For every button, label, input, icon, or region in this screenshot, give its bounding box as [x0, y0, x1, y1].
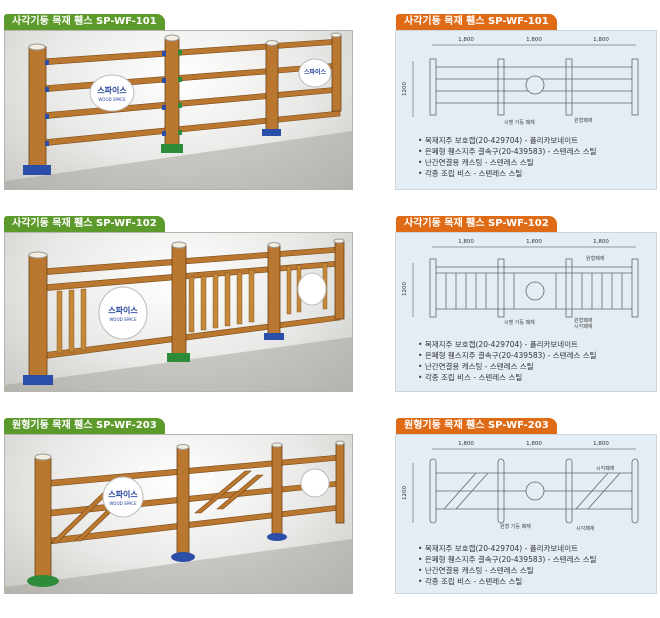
dimension-label: 1,800 [593, 239, 609, 245]
logo-brand-text: 스파이스 [97, 85, 127, 95]
fence-drawing-102: 1,800 1,800 1,800 1200 원형패재 시멘 기둥 패재 원형패… [395, 232, 657, 392]
spec-list: 목재지주 보호캡(20-429704) - 폴리카보네이트 은폐형 휀스지주 결… [418, 543, 597, 587]
callout-label: 원형패재 [574, 118, 593, 124]
dimension-label: 1,800 [458, 37, 474, 43]
spec-item: 은폐형 휀스지주 결속구(20-439583) - 스텐레스 스틸 [418, 146, 597, 157]
dimension-label: 1,800 [593, 37, 609, 43]
logo-sub-text: WOOD SPACE [109, 317, 137, 322]
spec-item: 목재지주 보호캡(20-429704) - 폴리카보네이트 [418, 543, 597, 554]
callout-label: 시각패재 [596, 466, 615, 472]
callout-label: 시멘 기둥 패재 [504, 120, 535, 126]
spec-list: 목재지주 보호캡(20-429704) - 폴리카보네이트 은폐형 휀스지주 결… [418, 135, 597, 179]
spec-item: 목재지주 보호캡(20-429704) - 폴리카보네이트 [418, 135, 597, 146]
height-label: 1200 [402, 486, 408, 500]
logo-brand-text: 스파이스 [304, 68, 327, 76]
spec-item: 각종 조립 비스 - 스텐레스 스틸 [418, 576, 597, 587]
photo-title-102: 사각기둥 목재 휀스 SP-WF-102 [4, 216, 165, 232]
height-label: 1200 [402, 82, 408, 96]
spec-item: 난간연결용 캐스팅 - 스텐레스 스틸 [418, 565, 597, 576]
spec-item: 목재지주 보호캡(20-429704) - 폴리카보네이트 [418, 339, 597, 350]
fence-photo-101: 스파이스 WOOD SPACE 스파이스 [4, 30, 353, 190]
spec-list: 목재지주 보호캡(20-429704) - 폴리카보네이트 은폐형 휀스지주 결… [418, 339, 597, 383]
spec-item: 각종 조립 비스 - 스텐레스 스틸 [418, 168, 597, 179]
callout-label: 원형패재 [574, 318, 593, 324]
callout-label: 시멘 기둥 패재 [504, 320, 535, 326]
dimension-label: 1,800 [458, 239, 474, 245]
dimension-label: 1,800 [526, 239, 542, 245]
spec-item: 난간연결용 캐스팅 - 스텐레스 스틸 [418, 361, 597, 372]
callout-label: 시각패재 [576, 526, 595, 532]
logo-sub-text: WOOD SPACE [109, 501, 137, 506]
fence-photo-102: 스파이스 WOOD SPACE [4, 232, 353, 392]
fence-photo-203: 스파이스 WOOD SPACE [4, 434, 353, 594]
drawing-title-203: 원형기둥 목재 휀스 SP-WF-203 [396, 418, 557, 434]
callout-label: 원형 기둥 패재 [500, 524, 531, 530]
spec-item: 각종 조립 비스 - 스텐레스 스틸 [418, 372, 597, 383]
fence-drawing-203: 1,800 1,800 1,800 1200 시각패재 원형 기둥 패재 시각패… [395, 434, 657, 594]
logo-sub-text: WOOD SPACE [98, 97, 126, 102]
logo-brand-text: 스파이스 [108, 489, 138, 499]
photo-title-203: 원형기둥 목재 휀스 SP-WF-203 [4, 418, 165, 434]
height-label: 1200 [402, 282, 408, 296]
fence-drawing-101: 1,800 1,800 1,800 1200 시멘 기둥 패재 원형패재 목재지… [395, 30, 657, 190]
callout-label: 시각패재 [574, 324, 593, 330]
drawing-title-102: 사각기둥 목재 휀스 SP-WF-102 [396, 216, 557, 232]
dimension-label: 1,800 [526, 37, 542, 43]
drawing-title-101: 사각기둥 목재 휀스 SP-WF-101 [396, 14, 557, 30]
dimension-label: 1,800 [526, 441, 542, 447]
spec-item: 은폐형 휀스지주 결속구(20-439583) - 스텐레스 스틸 [418, 554, 597, 565]
photo-title-101: 사각기둥 목재 휀스 SP-WF-101 [4, 14, 165, 30]
dimension-label: 1,800 [593, 441, 609, 447]
spec-item: 은폐형 휀스지주 결속구(20-439583) - 스텐레스 스틸 [418, 350, 597, 361]
dimension-label: 1,800 [458, 441, 474, 447]
spec-item: 난간연결용 캐스팅 - 스텐레스 스틸 [418, 157, 597, 168]
callout-label: 원형패재 [586, 256, 605, 262]
logo-brand-text: 스파이스 [108, 305, 138, 315]
